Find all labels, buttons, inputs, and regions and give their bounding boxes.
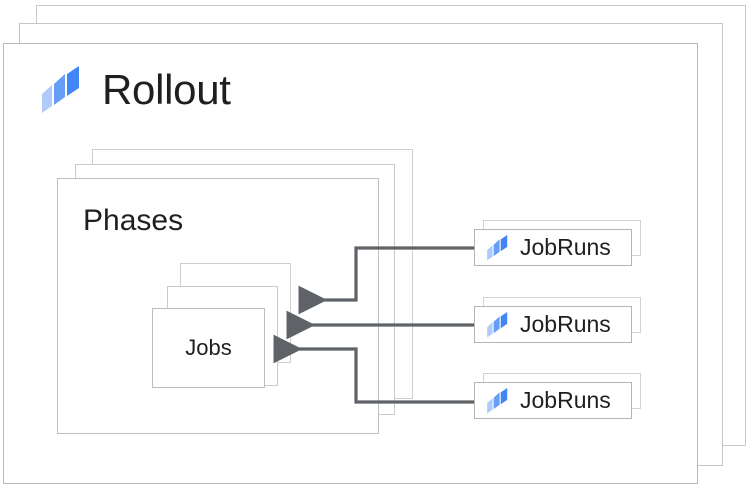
rollout-logo-icon [487,387,508,413]
jobruns-card-front-3[interactable]: JobRuns [474,382,632,419]
rollout-logo-icon [487,234,508,260]
rollout-logo-icon [487,311,508,337]
phases-label: Phases [83,204,184,237]
page-title: Rollout [102,66,231,113]
jobruns-card-front-2[interactable]: JobRuns [474,306,632,343]
rollout-title-row: Rollout [40,66,231,114]
jobs-label: Jobs [185,335,232,360]
jobs-card-front [152,308,265,388]
rollout-logo-icon [42,66,79,113]
jobruns-label: JobRuns [520,387,611,413]
jobruns-card-front-1[interactable]: JobRuns [474,229,632,266]
jobruns-label: JobRuns [520,311,611,337]
jobruns-label: JobRuns [520,234,611,260]
